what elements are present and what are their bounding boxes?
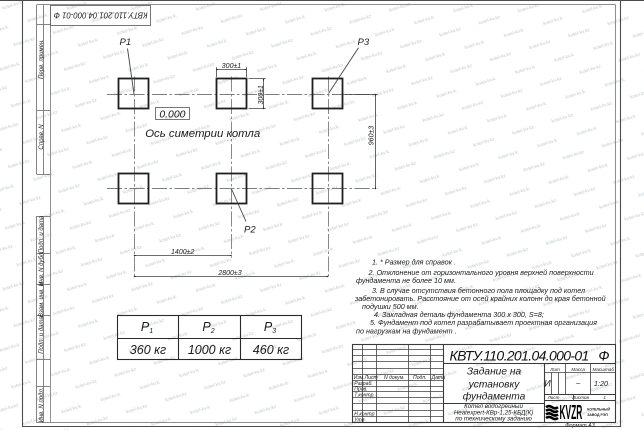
svg-text:Подп.: Подп. — [413, 375, 427, 381]
svg-text:Heatexpert-КВр-1,25-КБД(К): Heatexpert-КВр-1,25-КБД(К) — [454, 410, 533, 417]
svg-text:N докум.: N докум. — [384, 375, 405, 381]
svg-text:по нагрузкам на фундамент .: по нагрузкам на фундамент . — [356, 326, 457, 335]
svg-text:Р3: Р3 — [358, 37, 370, 48]
svg-text:460 кг: 460 кг — [253, 343, 289, 357]
svg-text:KVZR: KVZR — [560, 402, 583, 424]
svg-text:Дата: Дата — [431, 375, 446, 381]
svg-text:Ось симетрии котла: Ось симетрии котла — [145, 128, 260, 140]
svg-text:подушки 500 мм.: подушки 500 мм. — [362, 302, 419, 311]
svg-text:Лит: Лит — [549, 367, 560, 372]
svg-text:1000 кг: 1000 кг — [188, 343, 231, 357]
svg-text:Взам. инв. N: Взам. инв. N — [39, 281, 45, 317]
svg-text:КВТУ.110.201.04.000-01 Ф: КВТУ.110.201.04.000-01 Ф — [54, 11, 148, 20]
svg-text:0.000: 0.000 — [159, 109, 185, 120]
svg-text:установку: установку — [468, 379, 521, 390]
svg-text:И: И — [544, 379, 551, 389]
svg-text:2800±3: 2800±3 — [217, 270, 241, 277]
svg-text:1400±2: 1400±2 — [171, 249, 194, 256]
svg-text:Р2: Р2 — [244, 225, 256, 236]
svg-text:Подп. и дата: Подп. и дата — [39, 215, 45, 253]
svg-text:Задание на: Задание на — [467, 367, 522, 378]
svg-text:Пров.: Пров. — [354, 387, 367, 393]
svg-text:1. * Размер для справок .: 1. * Размер для справок . — [372, 258, 456, 267]
svg-text:фундамента не более 10 мм.: фундамента не более 10 мм. — [356, 276, 456, 285]
svg-text:Разраб.: Разраб. — [354, 381, 372, 387]
svg-text:Котел водогрейный: Котел водогрейный — [464, 403, 523, 410]
svg-text:Утв: Утв — [354, 417, 364, 423]
svg-text:ЗАВОД РЭП: ЗАВОД РЭП — [587, 413, 608, 417]
svg-text:КОТЕЛЬНЫЙ: КОТЕЛЬНЫЙ — [587, 407, 610, 411]
svg-text:2. Отклонение от горизонтальн: 2. Отклонение от горизонтального уровня … — [368, 268, 594, 277]
svg-text:Справ. N: Справ. N — [39, 124, 45, 150]
svg-text:Р1: Р1 — [120, 37, 132, 48]
svg-text:Формат А3: Формат А3 — [565, 423, 595, 429]
svg-text:забетонировать. Расстояние от: забетонировать. Расстояние от осей крайн… — [354, 294, 606, 303]
svg-text:4. Закладная деталь фундамент: 4. Закладная деталь фундамента 300 x 300… — [374, 310, 544, 319]
svg-text:Масштаб: Масштаб — [592, 367, 614, 372]
svg-text:3. В случае отсутствия бетонн: 3. В случае отсутствия бетонного пола пл… — [372, 286, 585, 295]
svg-text:Масса: Масса — [571, 367, 585, 372]
svg-text:Н.контр: Н.контр — [354, 412, 374, 418]
svg-text:Листов: Листов — [571, 395, 589, 400]
svg-text:300±1: 300±1 — [258, 85, 265, 105]
svg-text:960±3: 960±3 — [368, 126, 375, 146]
svg-text:360 кг: 360 кг — [130, 343, 166, 357]
svg-text:Подп. и дата: Подп. и дата — [39, 316, 45, 354]
svg-text:–: – — [575, 379, 581, 388]
svg-text:1: 1 — [603, 395, 606, 400]
svg-text:1:20: 1:20 — [594, 379, 608, 388]
svg-text:Инв. N подл.: Инв. N подл. — [39, 387, 45, 422]
svg-text:Изм.Лист: Изм.Лист — [354, 375, 378, 381]
svg-text:фундамента: фундамента — [463, 391, 526, 403]
svg-text:Лист: Лист — [547, 395, 560, 400]
svg-text:Т.контр: Т.контр — [354, 392, 373, 398]
svg-text:5. Фундамент под котел разраб: 5. Фундамент под котел разрабатывает про… — [370, 318, 597, 327]
svg-text:по техническому заданию: по техническому заданию — [455, 416, 532, 423]
svg-text:300±1: 300±1 — [222, 63, 242, 70]
svg-text:КВТУ.110.201.04.000-01 Ф: КВТУ.110.201.04.000-01 Ф — [450, 347, 610, 363]
svg-text:Перв. примен.: Перв. примен. — [39, 39, 45, 79]
svg-text:Инв. N дубл.: Инв. N дубл. — [39, 251, 45, 286]
